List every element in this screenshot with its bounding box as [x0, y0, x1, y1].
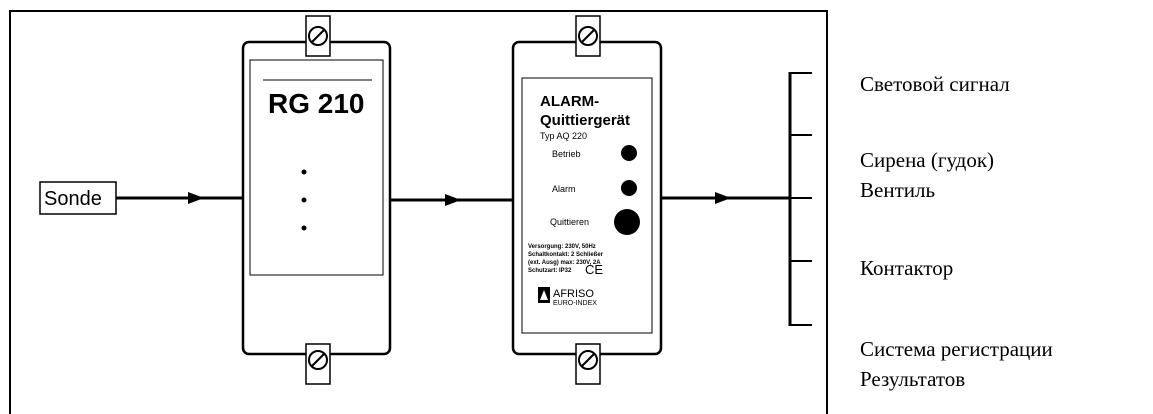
alarm-title-line1: ALARM- — [540, 93, 599, 110]
arrow-alarm-outputs — [715, 192, 731, 204]
alarm-title-line2: Quittiergerät — [540, 112, 630, 129]
screw-icon — [305, 343, 331, 385]
betrieb-led-icon — [621, 145, 637, 161]
alarm-spec-1: Versorgung: 230V, 50Hz — [528, 244, 596, 250]
alarm-spec-3: (ext. Ausg) max: 230V, 2A — [528, 260, 601, 266]
ce-mark: CE — [585, 262, 603, 277]
diagram-frame — [9, 10, 828, 414]
alarm-unit: ALARM- Quittiergerät Typ AQ 220 Betrieb … — [511, 15, 663, 385]
output-registration-label-1: Система регистрации — [860, 337, 1053, 361]
brand-name: AFRISO — [553, 288, 594, 300]
rg-210-unit: RG 210 — [241, 15, 392, 385]
screw-icon — [575, 343, 601, 385]
alarm-type: Typ AQ 220 — [540, 131, 587, 141]
quittieren-button-icon — [614, 209, 640, 235]
sonde-label: Sonde — [44, 188, 102, 210]
arrow-rg-alarm — [445, 194, 461, 206]
arrow-sonde-rg — [188, 192, 204, 204]
afriso-logo: AFRISO EURO-INDEX — [538, 287, 597, 307]
rg-label: RG 210 — [268, 88, 365, 119]
screw-icon — [305, 15, 331, 57]
output-light-label: Световой сигнал — [860, 72, 1010, 96]
quittieren-label: Quittieren — [550, 217, 589, 227]
alarm-spec-4: Schutzart: IP32 — [528, 268, 572, 274]
betrieb-label: Betrieb — [552, 149, 581, 159]
alarm-led-label: Alarm — [552, 184, 576, 194]
screw-icon — [575, 15, 601, 57]
alarm-led-icon — [621, 180, 637, 196]
output-contactor-label: Контактор — [860, 256, 954, 280]
output-valve-label: Вентиль — [860, 178, 936, 202]
output-siren-label: Сирена (гудок) — [860, 148, 995, 172]
output-registration-label-2: Результатов — [860, 367, 966, 391]
brand-subname: EURO-INDEX — [553, 300, 597, 307]
alarm-spec-2: Schaltkontakt: 2 Schließer — [528, 252, 604, 258]
